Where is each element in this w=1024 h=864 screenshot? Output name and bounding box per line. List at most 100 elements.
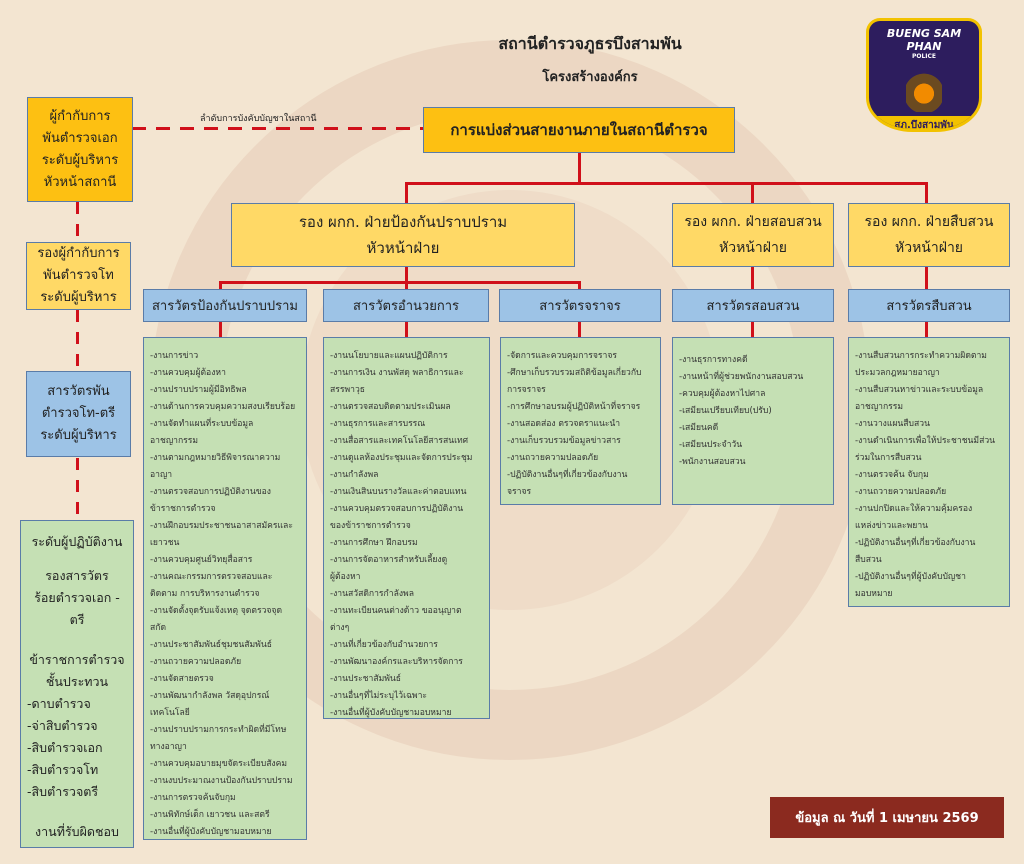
level-line: ระดับผู้บริหาร (40, 428, 117, 443)
duty-item: -งานเงินสินบนรางวัลและค่าตอบแทน (330, 487, 467, 497)
connector-line (405, 182, 408, 204)
duty-item: เทคโนโลยี (150, 708, 190, 718)
level-line: ระดับผู้บริหาร (41, 152, 119, 168)
connector-line (219, 281, 222, 290)
duty-item: -งานอื่นๆที่ไม่ระบุไว้เฉพาะ (330, 691, 428, 701)
level-line: สารวัตรพัน (47, 384, 110, 399)
level-line: รองสารวัตร (45, 568, 109, 583)
logo-text-mid: POLICE (911, 53, 937, 60)
dashed-connector (76, 458, 79, 520)
duty-item: -งานปราบปรามผู้มีอิทธิพล (150, 385, 247, 395)
duty-item: -งานธุรการทางคดี (679, 355, 748, 365)
data-date-badge: ข้อมูล ณ วันที่ 1 เมษายน 2569 (770, 797, 1004, 838)
section-header: สารวัตรสืบสวน (848, 289, 1010, 322)
duty-item: -งานการจัดอาหารสำหรับเลี้ยงดู (330, 555, 448, 565)
section-name: สารวัตรสอบสวน (706, 299, 800, 314)
duty-list-inquiry: -งานธุรการทางคดี -งานหน้าที่ผู้ช่วยพนักงา… (672, 337, 834, 505)
section-name: สารวัตรป้องกันปราบปราม (152, 299, 298, 314)
duty-item: -งานการศึกษา ฝึกอบรม (330, 538, 418, 548)
duty-item: ผู้ต้องหา (330, 572, 361, 582)
duty-item: อาชญากรรม (150, 436, 199, 446)
data-date-text: ข้อมูล ณ วันที่ 1 เมษายน 2569 (795, 811, 979, 826)
duty-item: -งานพัฒนาองค์กรและบริหารจัดการ (330, 657, 463, 667)
duty-item: -งานถวายความปลอดภัย (507, 453, 599, 463)
level-operational: ระดับผู้ปฏิบัติงาน รองสารวัตร ร้อยตำรวจเ… (20, 520, 134, 848)
duty-item: -งานตรวจสอบติดตามประเมินผล (330, 402, 451, 412)
level-line: พันตำรวจเอก (42, 130, 118, 146)
page-subtitle: โครงสร้างองค์กร (542, 70, 638, 85)
logo-text-top: BUENG SAM PHAN (886, 27, 962, 53)
connector-line (925, 266, 928, 290)
deputy-title: รอง ผกก. ฝ่ายสอบสวน (684, 214, 822, 230)
duty-item: -งานสืบสวนการกระทำความผิดตาม (855, 351, 987, 361)
duty-item: -งานพัฒนากำลังพล วัสดุอุปกรณ์ (150, 691, 270, 701)
deputy-title: รอง ผกก. ฝ่ายป้องกันปราบปราม (298, 213, 508, 231)
duty-item: ข้าราชการตำรวจ (150, 504, 216, 514)
duty-item: -งานปราบปรามการกระทำผิดที่มีโทษ (150, 725, 287, 735)
connector-line (578, 153, 581, 184)
duty-item: -งานอื่นที่ผู้บังคับบัญชามอบหมาย (330, 708, 452, 718)
buddha-icon (906, 66, 942, 112)
level-line: ตำรวจโท-ตรี (41, 406, 116, 421)
duty-item: -งานประชาสัมพันธ์ชุมชนสัมพันธ์ (150, 640, 272, 650)
duty-item: อาญา (150, 470, 173, 480)
duty-item: สรรพาวุธ (330, 385, 366, 395)
connector-line (751, 266, 754, 290)
duty-item: -งานตามกฎหมายวิธีพิจารณาความ (150, 453, 281, 463)
command-dashed-line (132, 127, 423, 130)
level-line: ชั้นประทวน (45, 674, 109, 689)
duty-item: -งานเก็บรวบรวมข้อมูลข่าวสาร (507, 436, 621, 446)
duty-list-traffic: -จัดการและควบคุมการจราจร-ศึกษาเก็บรวบรวม… (500, 337, 661, 505)
duty-item: -งานวางแผนสืบสวน (855, 419, 930, 429)
connector-line (219, 321, 222, 338)
connector-line (925, 321, 928, 338)
duty-item: -งานถวายความปลอดภัย (855, 487, 947, 497)
level-line: ระดับผู้บริหาร (40, 290, 117, 305)
duty-item: -จัดการและควบคุมการจราจร (507, 351, 617, 361)
duty-item: -งานการตรวจค้นจับกุม (150, 793, 236, 803)
duty-item: -งานพิทักษ์เด็ก เยาวชน และสตรี (150, 810, 270, 820)
duty-item: -งานกำลังพล (330, 470, 379, 480)
duty-list-administration: -งานนโยบายและแผนปฏิบัติการ-งานการเงิน งา… (323, 337, 490, 719)
level-deputy-superintendent: รองผู้กำกับการ พันตำรวจโท ระดับผู้บริหาร (26, 242, 131, 310)
level-line: ผู้กำกับการ (49, 108, 111, 124)
level-superintendent: ผู้กำกับการ พันตำรวจเอก ระดับผู้บริหาร ห… (27, 97, 133, 202)
duty-item: สืบสวน (855, 555, 882, 565)
duty-item: -งานนโยบายและแผนปฏิบัติการ (330, 351, 448, 361)
duty-item: -งานตรวจค้น จับกุม (855, 470, 929, 480)
duty-item: -งานอื่นที่ผู้บังคับบัญชามอบหมาย (150, 827, 272, 837)
deputy-role: หัวหน้าฝ่าย (894, 240, 964, 256)
dashed-connector (76, 310, 79, 370)
rank-item: -จ่าสิบตำรวจ (27, 718, 98, 733)
connector-line (405, 266, 408, 290)
level-line: ข้าราชการตำรวจ (29, 652, 125, 667)
deputy-role: หัวหน้าฝ่าย (718, 240, 788, 256)
duty-item: -งานดำเนินการเพื่อให้ประชาชนมีส่วน (855, 436, 996, 446)
deputy-title: รอง ผกก. ฝ่ายสืบสวน (864, 214, 994, 230)
police-logo: BUENG SAM PHAN POLICE สภ.บึงสามพัน (866, 18, 982, 132)
duty-item: -การศึกษาอบรมผู้ปฏิบัติหน้าที่จราจร (507, 402, 641, 412)
duty-item: -งานหน้าที่ผู้ช่วยพนักงานสอบสวน (679, 372, 804, 382)
duty-item: -งานการข่าว (150, 351, 199, 361)
duty-list-prevention: -งานการข่าว -งานควบคุมผู้ต้องหา -งานปราบปร… (143, 337, 307, 840)
main-division-label: การแบ่งส่วนสายงานภายในสถานีตำรวจ (450, 121, 708, 139)
level-line: ตรี (69, 612, 85, 627)
page-title: สถานีตำรวจภูธรบึงสามพัน (498, 34, 682, 53)
duty-item: -งานคณะกรรมการตรวจสอบและ (150, 572, 273, 582)
duty-item: -งานด้านการควบคุมความสงบเรียบร้อย (150, 402, 296, 412)
duty-item: -งานทะเบียนคนต่างด้าว ขออนุญาต (330, 606, 462, 616)
duty-item: -ปฏิบัติงานอื่นๆที่เกี่ยวข้องกับงาน (855, 538, 976, 548)
duty-item: สกัด (150, 623, 167, 633)
duty-item: -งานควบคุมผู้ต้องหา (150, 368, 226, 378)
rank-item: -สิบตำรวจตรี (27, 784, 99, 799)
duty-item: มอบหมาย (855, 589, 893, 599)
duty-item: -งานที่เกี่ยวข้องกับอำนวยการ (330, 640, 438, 650)
duty-item: จราจร (507, 487, 532, 497)
duty-item: -งานธุรการและสารบรรณ (330, 419, 426, 429)
section-header: สารวัตรอำนวยการ (323, 289, 489, 322)
duty-item: -งานตรวจสอบการปฏิบัติงานของ (150, 487, 271, 497)
duty-item: -ปฏิบัติงานอื่นๆที่ผู้บังคับบัญชา (855, 572, 966, 582)
duty-item: ของข้าราชการตำรวจ (330, 521, 411, 531)
section-header: สารวัตรสอบสวน (672, 289, 834, 322)
duty-item: -งานปกปิดและให้ความคุ้มครอง (855, 504, 973, 514)
